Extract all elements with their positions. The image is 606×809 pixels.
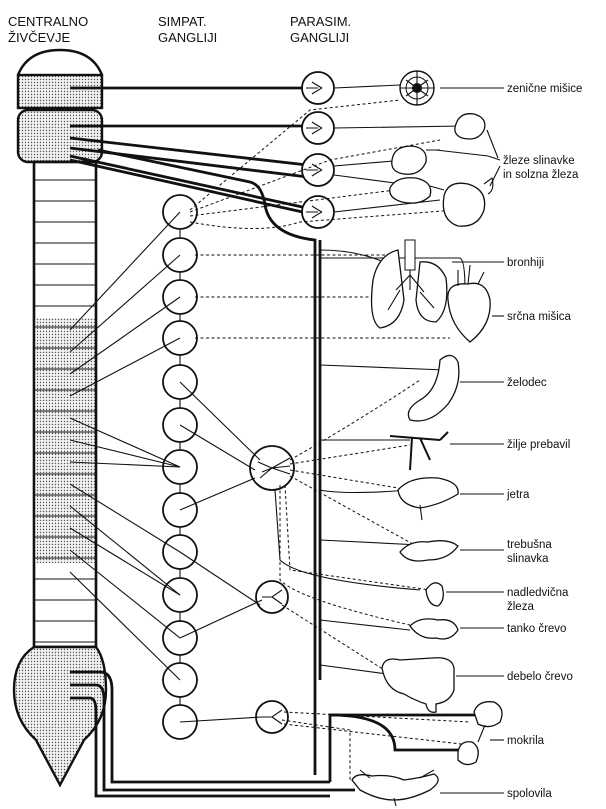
label-large-intestine: debelo črevo (507, 671, 573, 683)
salivary-gland-1-icon (392, 146, 426, 174)
header-symp-line2: GANGLIJI (158, 30, 217, 45)
label-pancreas-line2: slinavka (507, 553, 549, 565)
bladder-2-icon (458, 742, 478, 765)
eye-icon (400, 71, 434, 105)
thoracolumbar-segment (34, 318, 96, 563)
blood-vessels-icon (390, 432, 448, 470)
label-bronchi: bronhiji (507, 257, 544, 269)
label-small-intestine: tanko črevo (507, 623, 566, 635)
stomach-icon (408, 355, 459, 421)
heart-icon (448, 283, 490, 342)
header-cns-line1: CENTRALNO (8, 14, 88, 29)
lacrimal-gland-icon (455, 114, 485, 139)
header-symp-line1: SIMPAT. (158, 14, 207, 29)
header-para-line2: GANGLIJI (290, 30, 349, 45)
brain-hindbrain (18, 110, 102, 162)
label-liver: jetra (506, 489, 530, 501)
salivary-gland-3-icon (443, 183, 484, 226)
splanchnic-fiber (180, 478, 255, 510)
prevertebral-ganglia (250, 446, 294, 733)
header-cns-line2: ŽIVČEVJE (8, 30, 70, 45)
reproductive-organs-icon (352, 774, 438, 800)
brain-midbrain (18, 75, 102, 108)
sacral-segment (14, 647, 106, 785)
label-adrenal-line1: nadledvična (507, 587, 569, 599)
pancreas-icon (400, 541, 458, 561)
header-para-line1: PARASIM. (290, 14, 351, 29)
label-salivary-glands: žleze slinavke (503, 155, 575, 167)
label-urinary: mokrila (507, 735, 545, 747)
label-adrenal-line2: žleza (507, 601, 534, 613)
label-lacrimal-gland: in solzna žleza (503, 169, 579, 181)
organs (352, 71, 502, 806)
bladder-icon (474, 702, 502, 727)
lungs-icon (372, 240, 447, 328)
label-pancreas-line1: trebušna (507, 539, 552, 551)
salivary-gland-2-icon (390, 178, 431, 203)
small-intestine-icon (410, 619, 458, 639)
label-pupil-muscles: zenične mišice (507, 83, 582, 95)
label-gut-vessels: žilje prebavil (507, 439, 570, 451)
organ-labels: zenične mišice žleze slinavke in solzna … (503, 83, 582, 800)
label-stomach: želodec (507, 377, 547, 389)
liver-icon (398, 478, 458, 508)
large-intestine-icon (382, 658, 454, 713)
label-genitals: spolovila (507, 788, 552, 800)
label-heart-muscle: srčna mišica (507, 311, 572, 323)
adrenal-gland-icon (426, 583, 443, 606)
